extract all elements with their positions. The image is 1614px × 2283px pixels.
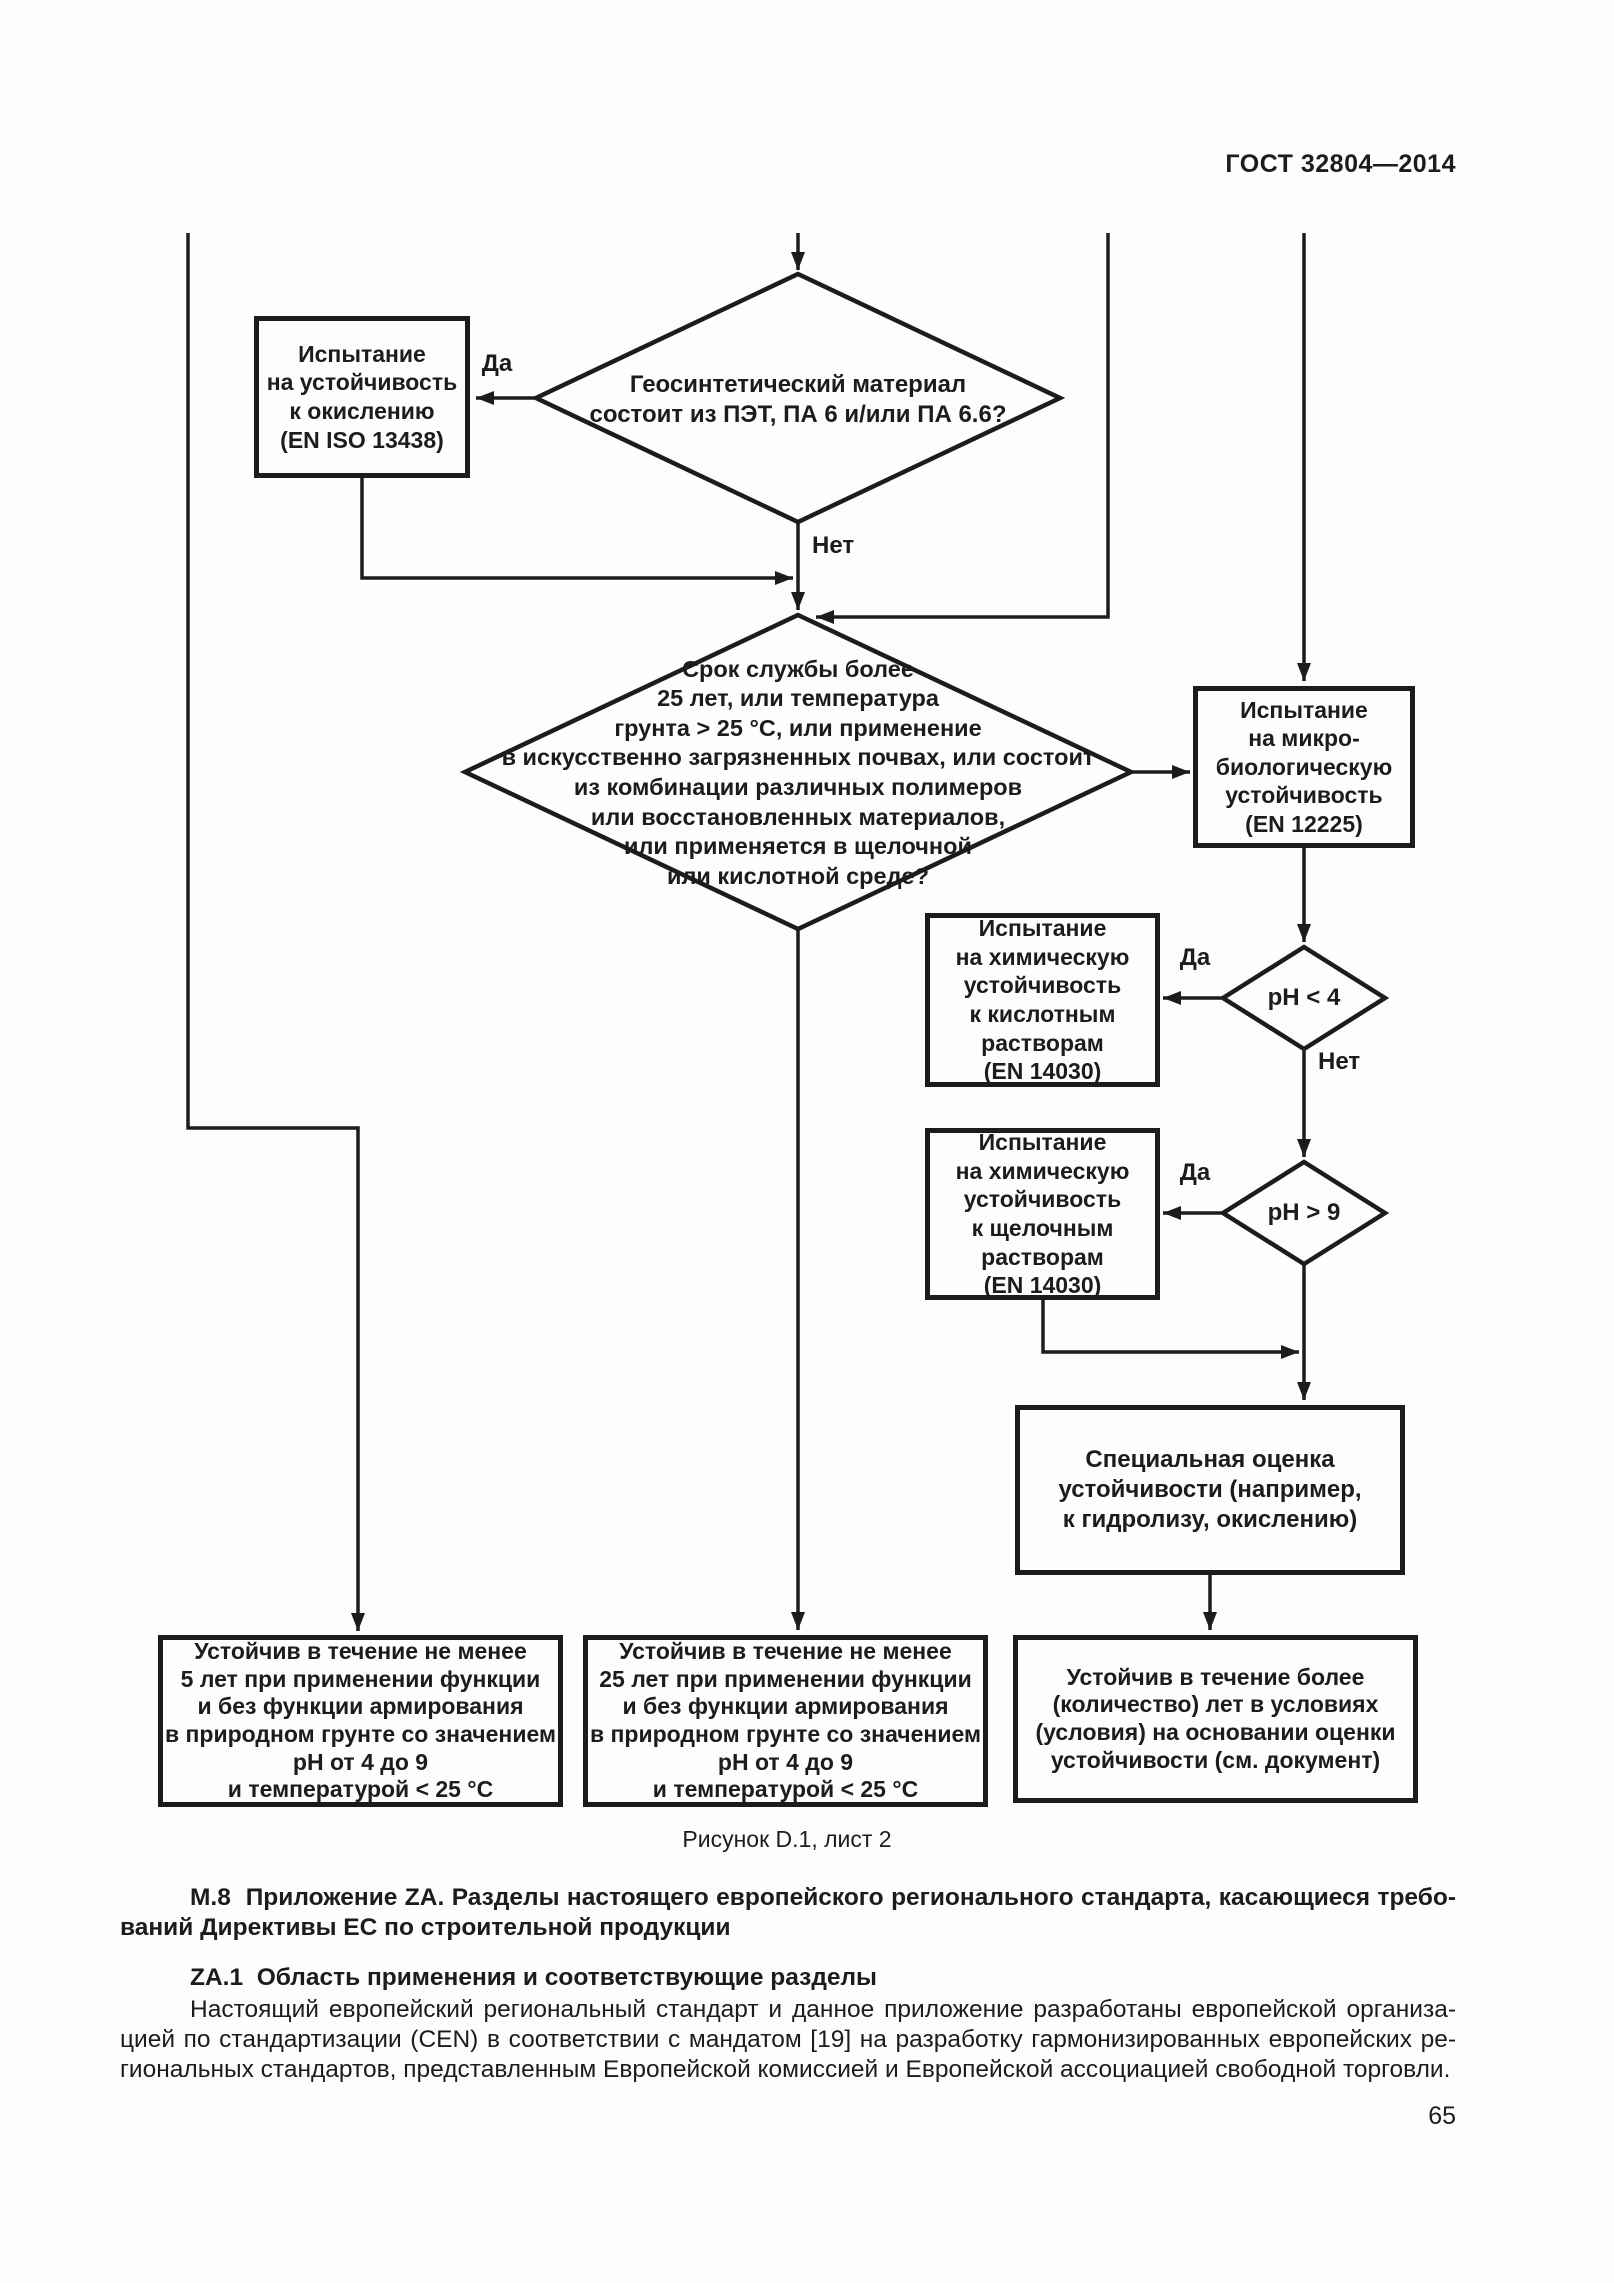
section-m8: М.8 Приложение ZA. Разделы настоящего ев… (120, 1883, 1456, 1943)
box-special-assessment: Специальная оценка устойчивости (наприме… (1015, 1405, 1405, 1575)
branch-label-no-material: Нет (812, 532, 855, 559)
connector-oxidation-down (360, 478, 793, 585)
branch-label-yes-acid: Да (1179, 944, 1211, 971)
section-m8-line2: ваний Директивы ЕС по строительной проду… (120, 1914, 731, 1941)
box-special-text: Специальная оценка устойчивости (наприме… (1058, 1446, 1362, 1533)
branch-label-yes-alkaline: Да (1179, 1159, 1211, 1186)
body-line1: Настоящий европейский региональный станд… (190, 1996, 1456, 2023)
box-result-25-years: Устойчив в течение не менее 25 лет при п… (583, 1635, 988, 1807)
diamond-ph-acid-label: pH < 4 (1267, 984, 1341, 1012)
connector-alkaline-box-down (1041, 1300, 1299, 1359)
page-header: ГОСТ 32804—2014 (1225, 150, 1456, 178)
box-acid-test: Испытание на химическую устойчивость к к… (925, 913, 1160, 1087)
diamond-ph-alkaline-label: pH > 9 (1267, 1199, 1341, 1227)
box-alkaline-test: Испытание на химическую устойчивость к щ… (925, 1128, 1160, 1300)
box-result-25y-text: Устойчив в течение не менее 25 лет при п… (590, 1638, 981, 1803)
body-line2: цией по стандартизации (CEN) в соответст… (120, 2026, 1456, 2053)
section-za1-body: Настоящий европейский региональный станд… (120, 1995, 1456, 2085)
box-oxidation-test: Испытание на устойчивость к окислению (E… (254, 316, 470, 478)
box-result-5y-text: Устойчив в течение не менее 5 лет при пр… (165, 1638, 556, 1803)
flowchart-connectors (186, 233, 1390, 1631)
branch-label-yes-material: Да (481, 350, 513, 377)
section-m8-line1: М.8 Приложение ZA. Разделы настоящего ев… (190, 1884, 1456, 1911)
branch-label-no-acid: Нет (1318, 1048, 1361, 1075)
box-result-5-years: Устойчив в течение не менее 5 лет при пр… (158, 1635, 563, 1807)
box-microbiological-text: Испытание на микро- биологическую устойч… (1215, 696, 1393, 837)
section-za1-heading: ZA.1 Область применения и соответствующи… (190, 1964, 877, 1991)
body-line3: гиональных стандартов, представленным Ев… (120, 2056, 1451, 2083)
page-number: 65 (1428, 2102, 1456, 2130)
box-result-more-years: Устойчив в течение более (количество) ле… (1013, 1635, 1418, 1803)
diamond-service-life-label: Срок службы более 25 лет, или температур… (501, 655, 1095, 889)
connector-return-entry (816, 233, 1110, 624)
box-microbiological-test: Испытание на микро- биологическую устойч… (1193, 686, 1415, 848)
box-alkaline-text: Испытание на химическую устойчивость к щ… (955, 1129, 1130, 1299)
box-result-more-text: Устойчив в течение более (количество) ле… (1035, 1663, 1396, 1773)
box-oxidation-text: Испытание на устойчивость к окислению (E… (266, 340, 458, 453)
connector-left-entry (186, 233, 365, 1631)
figure-caption: Рисунок D.1, лист 2 (682, 1826, 892, 1852)
box-acid-text: Испытание на химическую устойчивость к к… (955, 915, 1130, 1085)
diamond-material-label: Геосинтетический материал состоит из ПЭТ… (589, 371, 1007, 428)
